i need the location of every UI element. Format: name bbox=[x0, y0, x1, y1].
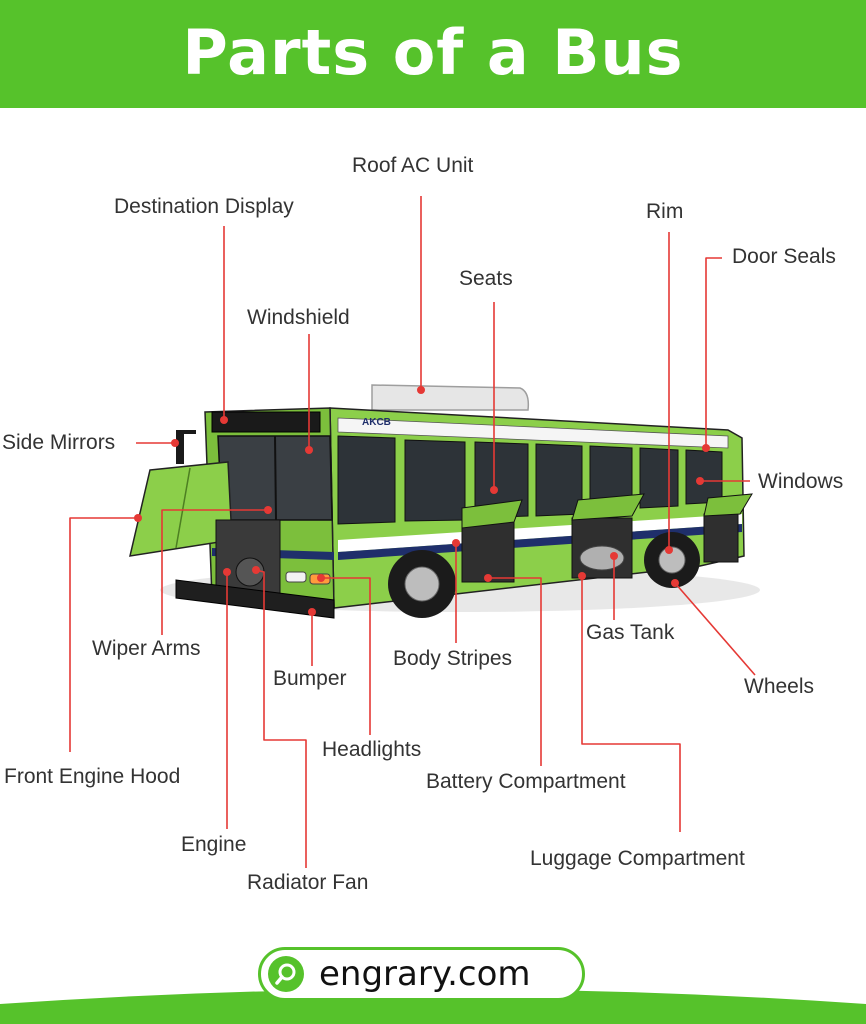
compartment-door bbox=[571, 493, 645, 521]
compartment-door bbox=[703, 493, 753, 517]
label-gas-tank: Gas Tank bbox=[586, 621, 675, 644]
dot-radiator-fan bbox=[252, 566, 260, 574]
rear-compartment-bay bbox=[703, 513, 739, 563]
compartment-door bbox=[461, 499, 523, 529]
hood-crease bbox=[175, 467, 191, 549]
dot-luggage-compartment bbox=[578, 572, 586, 580]
dot-destination-display bbox=[220, 416, 228, 424]
leader-lines bbox=[69, 196, 756, 868]
leader-radiator-fan bbox=[255, 569, 307, 868]
dot-body-stripes bbox=[452, 539, 460, 547]
dot-door-seals bbox=[702, 444, 710, 452]
leader-wheels bbox=[674, 582, 756, 676]
dot-battery-compartment bbox=[484, 574, 492, 582]
front-bumper bbox=[175, 579, 335, 619]
dot-wiper-arms bbox=[264, 506, 272, 514]
label-headlights: Headlights bbox=[322, 738, 422, 761]
side-mirror bbox=[176, 430, 196, 464]
label-rim: Rim bbox=[646, 200, 684, 223]
leader-battery-compartment bbox=[488, 577, 542, 766]
label-body-stripes: Body Stripes bbox=[393, 647, 513, 670]
label-destination-display: Destination Display bbox=[114, 195, 294, 218]
fleet-text: AKCB bbox=[362, 417, 391, 428]
leader-luggage-compartment bbox=[581, 576, 681, 832]
dot-roof-ac-unit bbox=[417, 386, 425, 394]
dot-side-mirrors bbox=[171, 439, 179, 447]
dot-windshield bbox=[305, 446, 313, 454]
dot-engine bbox=[223, 568, 231, 576]
side-window bbox=[474, 441, 529, 519]
dot-windows bbox=[696, 477, 704, 485]
leader-front-engine-hood bbox=[69, 517, 138, 752]
windshield-divider bbox=[274, 435, 277, 521]
body-stripe-navy bbox=[338, 524, 742, 560]
label-seats: Seats bbox=[459, 267, 513, 290]
door-window bbox=[337, 435, 396, 525]
label-bumper: Bumper bbox=[273, 667, 347, 690]
label-side-mirrors: Side Mirrors bbox=[2, 431, 116, 454]
side-window bbox=[535, 443, 583, 517]
footer-arc bbox=[0, 989, 866, 1024]
dot-wheels bbox=[671, 579, 679, 587]
label-door-seals: Door Seals bbox=[732, 245, 836, 268]
label-windows: Windows bbox=[758, 470, 844, 493]
dot-gas-tank bbox=[610, 552, 618, 560]
page-title: Parts of a Bus bbox=[182, 16, 684, 89]
body-stripe-white bbox=[338, 514, 742, 552]
roof-ac-unit bbox=[371, 384, 530, 411]
label-luggage-compartment: Luggage Compartment bbox=[530, 847, 745, 870]
rear-rim bbox=[658, 546, 686, 574]
brand-name: engrary.com bbox=[319, 954, 531, 994]
dot-seats bbox=[490, 486, 498, 494]
search-icon bbox=[268, 956, 304, 992]
radiator-fan-shape bbox=[235, 557, 265, 587]
footer-green-arc bbox=[0, 989, 866, 1024]
bus-illustration bbox=[129, 384, 753, 619]
side-window bbox=[639, 447, 679, 509]
dot-headlights bbox=[317, 574, 325, 582]
headlight-left bbox=[285, 571, 307, 583]
label-windshield: Windshield bbox=[247, 306, 350, 329]
side-window bbox=[404, 439, 466, 522]
label-wiper-arms: Wiper Arms bbox=[92, 637, 201, 660]
label-wheels: Wheels bbox=[744, 675, 815, 698]
leader-headlights bbox=[321, 577, 371, 735]
label-battery-compartment: Battery Compartment bbox=[426, 770, 626, 793]
header-banner bbox=[0, 0, 866, 108]
battery-compartment-bay bbox=[461, 521, 515, 583]
leader-wiper-arms bbox=[161, 509, 268, 635]
label-radiator-fan: Radiator Fan bbox=[247, 871, 369, 894]
upper-band bbox=[337, 417, 729, 449]
destination-display bbox=[211, 411, 321, 433]
label-engine: Engine bbox=[181, 833, 247, 856]
dot-rim bbox=[665, 546, 673, 554]
front-rim bbox=[404, 566, 440, 602]
brand-pill[interactable]: engrary.com bbox=[258, 947, 585, 1001]
side-window bbox=[685, 449, 723, 505]
label-front-engine-hood: Front Engine Hood bbox=[4, 765, 181, 788]
gas-tank-shape bbox=[579, 545, 625, 571]
dot-bumper bbox=[308, 608, 316, 616]
leader-door-seals bbox=[705, 257, 722, 448]
leader-dots bbox=[134, 386, 710, 616]
dot-front-engine-hood bbox=[134, 514, 142, 522]
label-roof-ac-unit: Roof AC Unit bbox=[352, 154, 474, 177]
